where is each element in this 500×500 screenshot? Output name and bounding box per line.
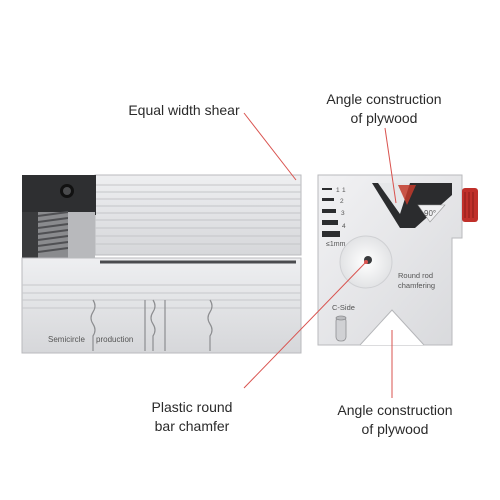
callout-angle-top-line2: of plywood [350, 110, 418, 126]
callout-angle-bottom-line2: of plywood [361, 421, 429, 437]
angle-90-label: 90° [424, 209, 436, 218]
round-rod-label-1: Round rod [398, 271, 433, 280]
callout-angle-bottom: Angle construction of plywood [320, 401, 470, 439]
callout-angle-bottom-line1: Angle construction [337, 402, 453, 418]
shear-base [21, 257, 302, 354]
callout-equal-width-shear-text: Equal width shear [128, 102, 240, 118]
callout-angle-top: Angle construction of plywood [308, 90, 460, 128]
production-label: production [96, 335, 133, 344]
callout-plastic-line1: Plastic round [151, 399, 233, 415]
scale-num-4: 4 [342, 223, 346, 230]
threaded-screw [37, 211, 95, 258]
shear-tool [21, 174, 302, 354]
pin-icon [335, 316, 347, 342]
round-rod-label-2: chamfering [398, 281, 435, 290]
thickness-scale [322, 188, 340, 237]
callout-plastic-line2: bar chamfer [154, 418, 230, 434]
scale-num-1b: 1 [342, 187, 346, 194]
c-side-label: C-Side [332, 303, 355, 312]
callout-plastic-chamfer: Plastic round bar chamfer [137, 398, 247, 436]
clamp-block [22, 175, 96, 215]
scale-num-3: 3 [341, 210, 345, 217]
angle-gauge-tool [317, 174, 478, 346]
cut-marks [90, 299, 213, 351]
lower-v-notch [360, 310, 424, 345]
scale-num-1: 1 [336, 187, 340, 194]
top-grooves [95, 184, 301, 245]
red-knob-icon [462, 188, 478, 222]
scale-mm-label: ≤1mm [326, 241, 346, 248]
callout-angle-top-line1: Angle construction [326, 91, 442, 107]
semicircle-label: Semicircle [48, 335, 85, 344]
callout-equal-width-shear: Equal width shear [118, 101, 250, 120]
callout-lines [243, 112, 397, 398]
scale-num-2: 2 [340, 198, 344, 205]
